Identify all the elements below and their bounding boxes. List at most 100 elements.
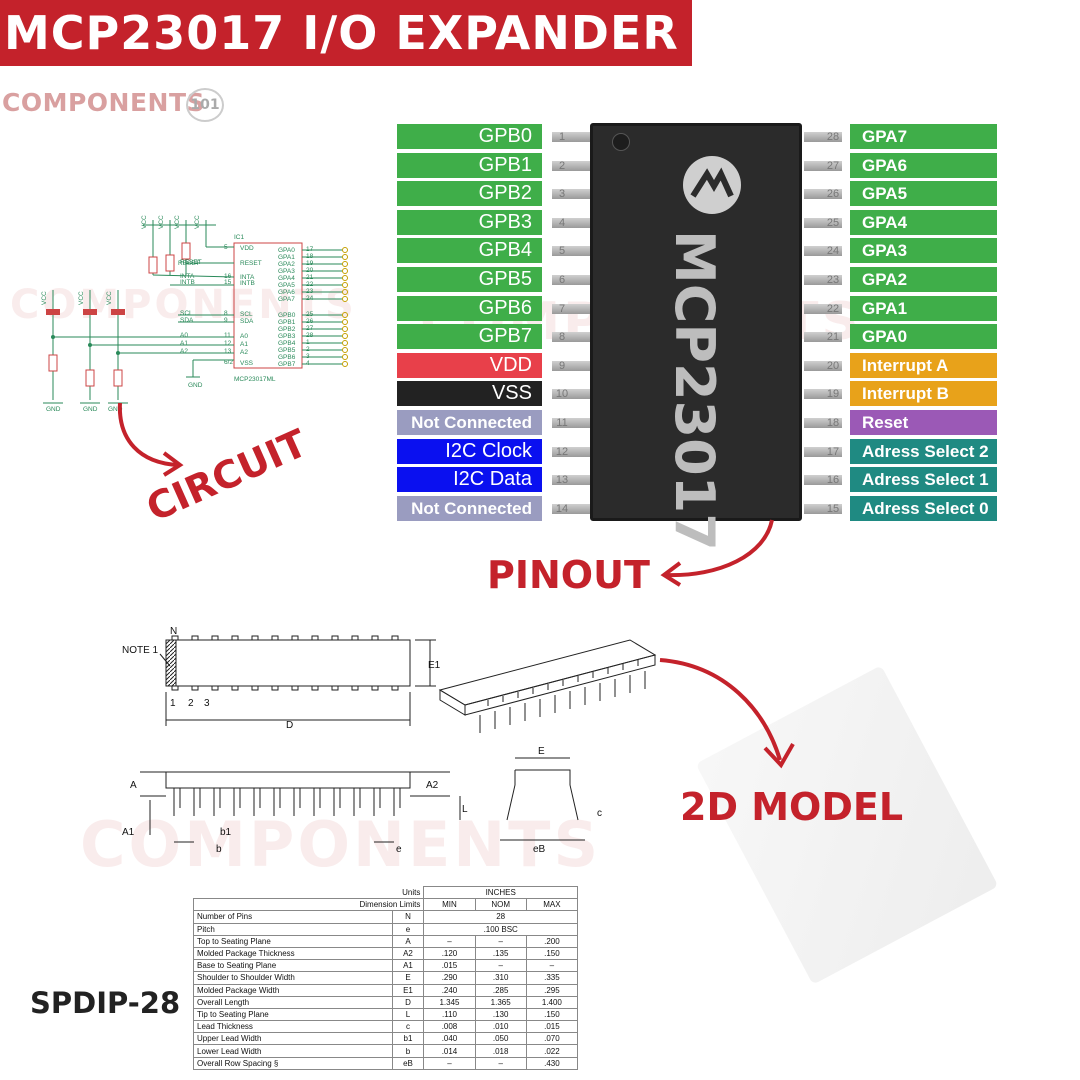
pin-label-left: VDD (397, 352, 542, 378)
schematic-left-pin: A1 (240, 341, 248, 348)
pin-number: 6 (558, 274, 566, 286)
pin-label-right: GPA4 (850, 209, 997, 235)
dim-a1: A1 (122, 827, 135, 838)
table-cell: .430 (525, 1056, 579, 1070)
table-cell: 1.400 (525, 995, 579, 1009)
schematic-right-num: 24 (306, 295, 314, 302)
pin-lead (552, 418, 590, 428)
schematic-vcc: VCC (141, 215, 148, 229)
schematic-right-num: 2 (306, 346, 310, 353)
schematic-left-num: 13 (224, 348, 232, 355)
pin-lead (804, 246, 842, 257)
table-cell: Tip to Seating Plane (193, 1007, 393, 1022)
table-cell: .150 (525, 1007, 579, 1022)
dim-c: c (597, 808, 602, 819)
table-cell: .285 (474, 983, 527, 997)
pin-number: 17 (826, 445, 840, 458)
schematic-right-pin: GPA4 (278, 275, 295, 282)
pin-label-left: Not Connected (397, 410, 542, 435)
table-cell: eB (391, 1056, 425, 1070)
dim-b: b (216, 844, 222, 855)
table-cell: .295 (525, 983, 579, 997)
dim-l: L (462, 804, 468, 815)
pin-label-left: GPB2 (397, 181, 542, 207)
table-cell: .200 (525, 934, 579, 948)
chip-name: MCP23017 (663, 230, 728, 551)
table-cell: D (391, 995, 425, 1009)
pin-label-right: GPA0 (850, 324, 997, 350)
dim-a: A (130, 780, 137, 791)
schematic-right-pin: GPB3 (278, 333, 296, 340)
pin-label-left: GPB3 (397, 209, 542, 235)
pin-lead (804, 389, 842, 400)
pin-lead (804, 275, 842, 285)
table-cell: Lower Lead Width (193, 1044, 393, 1058)
schematic-left-num: 9 (224, 317, 228, 324)
drawing-pin-2: 2 (188, 698, 194, 709)
schematic-right-pin: GPA3 (278, 268, 295, 275)
dim-a2: A2 (426, 780, 439, 791)
table-cell: A1 (391, 959, 425, 973)
col-min: MIN (423, 898, 476, 912)
schematic-right-pin: GPB5 (278, 347, 296, 354)
schematic-right-pin: GPA5 (278, 282, 295, 289)
table-cell: .070 (525, 1032, 579, 1046)
table-cell: A2 (391, 946, 425, 961)
table-row: Overall Row Spacing §eB––.430 (193, 1056, 579, 1070)
circuit-schematic: IC1 MCP23017ML RESET GND GND GND GND VCC… (41, 215, 348, 413)
schematic-right-pin: GPA2 (278, 261, 295, 268)
pin-number: 27 (826, 159, 840, 172)
schematic-left-net: INTB (180, 279, 195, 286)
schematic-right-num: 3 (306, 353, 310, 360)
dim-e1: E1 (428, 660, 441, 671)
schematic-right-pin: GPA7 (278, 296, 295, 303)
table-cell: e (391, 922, 425, 936)
table-cell: Pitch (193, 922, 393, 936)
schematic-left-pin: INTA (240, 274, 255, 281)
table-cell: Shoulder to Shoulder Width (193, 971, 393, 985)
pin-label-right: GPA5 (850, 181, 997, 207)
schematic-vcc: VCC (106, 291, 113, 305)
pin-label-right: Adress Select 1 (850, 467, 997, 493)
schematic-left-num: 16 (224, 273, 232, 280)
pin-number: 14 (555, 502, 569, 515)
pin-lead (552, 217, 590, 228)
pin-lead (804, 189, 842, 200)
table-cell: Upper Lead Width (193, 1032, 393, 1046)
pin-label-left: GPB6 (397, 295, 542, 321)
circuit-arrow (117, 402, 184, 477)
pin-number: 19 (826, 388, 840, 401)
pin-number: 3 (558, 188, 566, 201)
pin-lead (552, 446, 590, 457)
schematic-gnd: GND (46, 406, 61, 413)
title-banner (0, 0, 692, 66)
schematic-left-num: 15 (224, 279, 232, 286)
pin-label-left: Not Connected (397, 495, 542, 521)
table-cell: .240 (423, 983, 476, 997)
pin-lead (552, 360, 590, 371)
pin-number: 18 (826, 417, 840, 429)
table-cell: c (391, 1020, 425, 1034)
schematic-ic-ref: IC1 (234, 234, 245, 241)
schematic-right-num: 1 (306, 339, 310, 346)
pin-number: 26 (826, 188, 840, 201)
pin-lead (804, 418, 842, 428)
pin-lead (804, 217, 842, 228)
table-cell: .120 (423, 946, 476, 961)
schematic-right-num: 28 (306, 332, 314, 339)
table-cell: Top to Seating Plane (193, 934, 393, 948)
limits-label: Dimension Limits (192, 898, 425, 912)
pin-label-right: GPA2 (850, 267, 997, 292)
schematic-right-pin: GPB1 (278, 319, 296, 326)
dim-eb: eB (533, 844, 546, 855)
model-arrow (659, 658, 795, 769)
table-cell: .014 (423, 1044, 476, 1058)
microchip-logo-icon (683, 156, 741, 214)
table-cell: b1 (391, 1032, 425, 1046)
schematic-left-pin: VDD (240, 245, 254, 252)
